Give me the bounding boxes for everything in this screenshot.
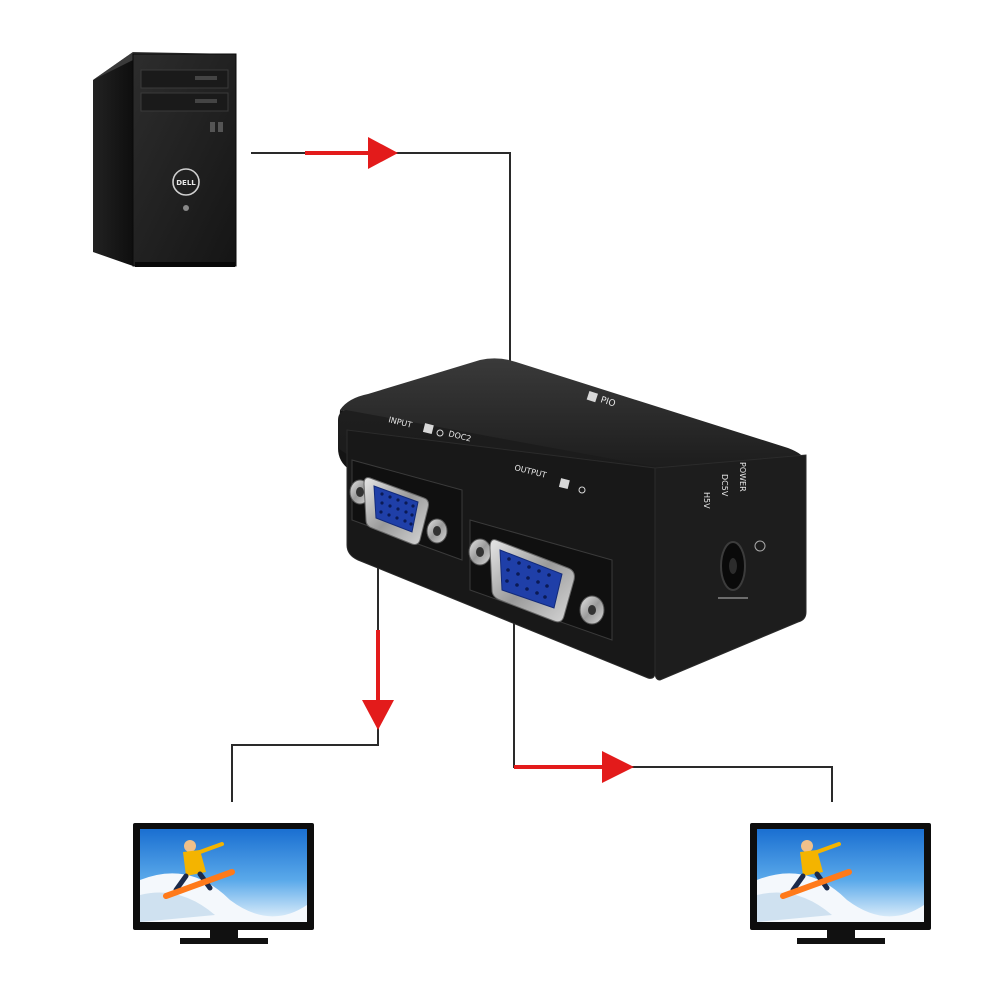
arrow-down-icon (362, 700, 394, 730)
vga-splitter-device: PIO INPUT DOC2 OUTPUT POWER DC5V H5V (338, 358, 807, 681)
monitor-left (133, 823, 314, 944)
thumbscrew-icon (579, 595, 605, 625)
snowboarder-graphic (163, 840, 235, 899)
computer-logo-text: DELL (176, 179, 196, 187)
vga-output-port (468, 538, 605, 625)
wire-source-to-splitter (251, 152, 511, 363)
wire-splitter-to-monitor-left (231, 525, 379, 802)
arrow-right-icon (602, 751, 634, 783)
monitor-icon (133, 823, 314, 944)
arrow-right-icon (368, 137, 398, 169)
thumbscrew-icon (426, 518, 448, 544)
wire-splitter-to-monitor-right (513, 600, 833, 802)
dc-label: DC5V (720, 474, 729, 497)
splitter-top-label: PIO (599, 395, 617, 409)
dc-power-jack (718, 540, 766, 599)
hv-label: H5V (702, 492, 711, 509)
monitor-icon (750, 823, 931, 944)
power-label: POWER (738, 462, 747, 492)
thumbscrew-icon (468, 538, 492, 566)
snowboarder-graphic (780, 840, 852, 899)
desktop-tower-icon: DELL (93, 52, 237, 267)
signal-wires (231, 137, 833, 802)
monitor-right (750, 823, 931, 944)
dell-logo: DELL (172, 168, 200, 196)
vga-input-port (349, 477, 448, 545)
